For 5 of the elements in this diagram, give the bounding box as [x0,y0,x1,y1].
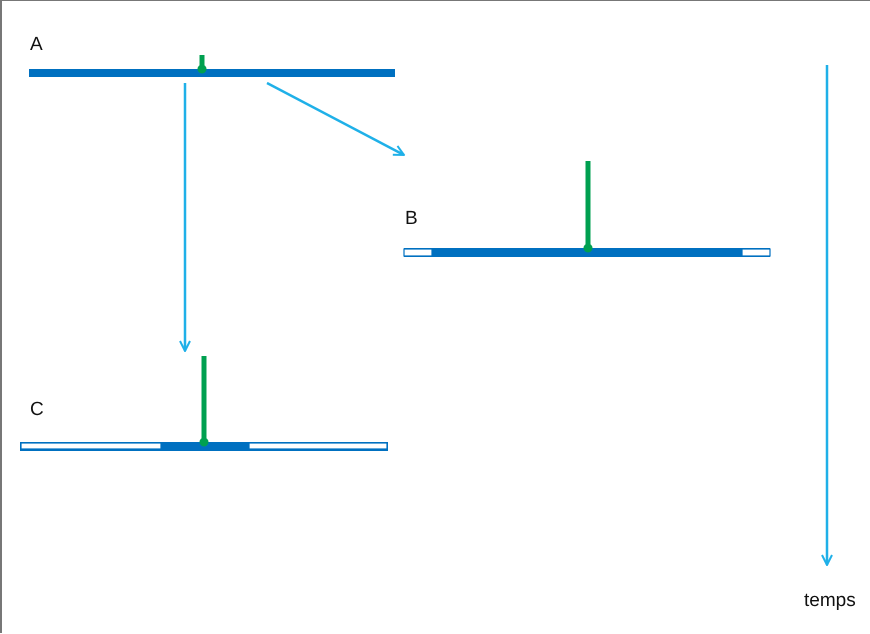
axis-label: temps [804,590,856,612]
arrow [266,82,405,156]
panel-letter: A [30,35,43,55]
arrow [179,83,191,352]
panel-letter: C [30,400,44,420]
